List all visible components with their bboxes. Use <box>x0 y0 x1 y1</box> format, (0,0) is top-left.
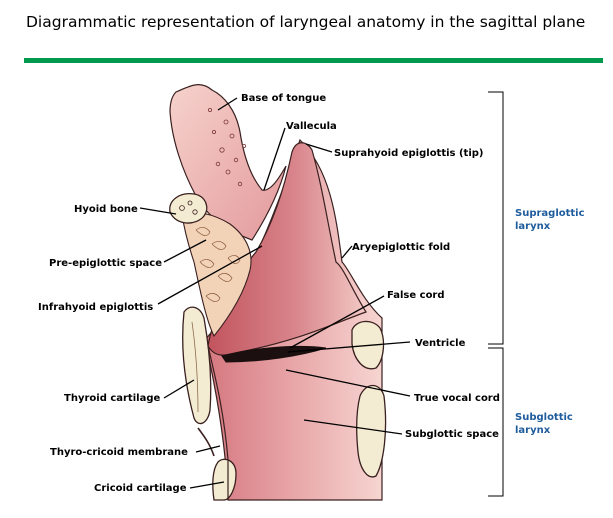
leader-hyoid-bone <box>139 207 177 215</box>
label-infrahyoid-epiglottis: Infrahyoid epiglottis <box>38 302 153 313</box>
cricoid-cartilage <box>212 458 237 501</box>
ventricle <box>221 345 327 363</box>
base-of-tongue <box>169 84 287 241</box>
epiglottis <box>207 142 367 356</box>
leader-infrahyoid-epiglottis <box>157 245 263 305</box>
hyoid-bone <box>169 193 208 224</box>
leader-vallecula <box>263 127 286 191</box>
tongue-glands <box>207 108 246 187</box>
label-base-of-tongue: Base of tongue <box>241 93 326 104</box>
leader-subglottic-space <box>303 419 403 435</box>
label-subglottic-space: Subglottic space <box>405 429 499 440</box>
title-rule <box>24 58 603 63</box>
hyoid-marrow <box>179 200 198 215</box>
leader-base-of-tongue <box>217 97 238 111</box>
thyro-cricoid-membrane <box>197 427 215 457</box>
label-supraglottic-line1: Supraglottic <box>515 208 585 219</box>
label-suprahyoid-epiglottis: Suprahyoid epiglottis (tip) <box>334 148 484 159</box>
label-true-vocal-cord: True vocal cord <box>414 393 500 404</box>
label-vallecula: Vallecula <box>286 121 337 132</box>
leader-lines <box>139 97 411 489</box>
label-subglottic-line1: Subglottic <box>515 412 573 423</box>
leader-true-vocal-cord <box>285 369 411 397</box>
supraglottic-bracket <box>488 91 504 345</box>
anterior-mucosa <box>207 345 229 500</box>
label-hyoid-bone: Hyoid bone <box>74 204 138 215</box>
subglottic-bracket <box>488 347 504 497</box>
label-false-cord: False cord <box>387 290 445 301</box>
label-thyro-cricoid-membrane: Thyro-cricoid membrane <box>50 447 188 458</box>
leader-pre-epiglottic-space <box>163 239 207 263</box>
leader-false-cord <box>289 295 385 349</box>
label-pre-epiglottic-space: Pre-epiglottic space <box>49 258 162 269</box>
leader-aryepiglottic-fold <box>341 245 353 259</box>
label-cricoid-cartilage: Cricoid cartilage <box>94 483 187 494</box>
figure-title: Diagrammatic representation of laryngeal… <box>26 13 586 31</box>
thyroid-inner <box>191 321 199 413</box>
label-aryepiglottic-fold: Aryepiglottic fold <box>352 242 450 253</box>
leader-thyroid-cartilage <box>163 379 195 399</box>
posterior-cricoid-plate <box>356 384 387 478</box>
leader-thyro-cricoid-membrane <box>195 445 221 453</box>
label-ventricle: Ventricle <box>415 338 466 349</box>
label-supraglottic-line2: larynx <box>515 221 551 232</box>
leader-ventricle <box>287 341 411 353</box>
label-subglottic-line2: larynx <box>515 425 551 436</box>
leader-cricoid-cartilage <box>189 481 225 489</box>
label-thyroid-cartilage: Thyroid cartilage <box>64 393 160 404</box>
leader-suprahyoid-epiglottis <box>305 143 333 153</box>
